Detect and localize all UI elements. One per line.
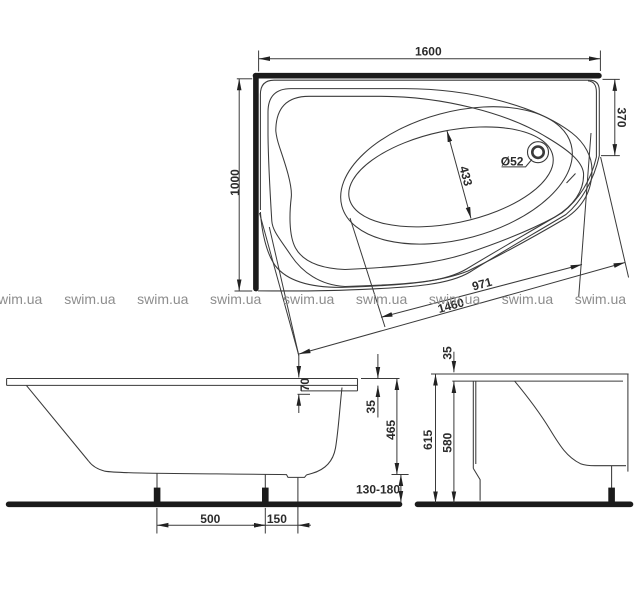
svg-text:swim.ua: swim.ua: [429, 291, 481, 307]
svg-text:swim.ua: swim.ua: [283, 291, 335, 307]
svg-text:swim.ua: swim.ua: [137, 291, 189, 307]
svg-text:1600: 1600: [415, 44, 442, 58]
svg-text:swim.ua: swim.ua: [64, 291, 116, 307]
svg-text:swim.ua: swim.ua: [502, 291, 554, 307]
svg-text:35: 35: [441, 346, 455, 360]
svg-text:433: 433: [457, 164, 476, 187]
svg-text:500: 500: [200, 512, 220, 526]
svg-text:370: 370: [614, 107, 628, 127]
svg-text:150: 150: [267, 512, 287, 526]
svg-text:35: 35: [364, 400, 378, 414]
svg-text:580: 580: [441, 432, 455, 452]
svg-text:swim.ua: swim.ua: [575, 291, 627, 307]
svg-text:130-180: 130-180: [356, 483, 400, 497]
svg-text:swim.ua: swim.ua: [0, 291, 43, 307]
svg-text:Ø52: Ø52: [501, 154, 524, 168]
svg-text:swim.ua: swim.ua: [210, 291, 262, 307]
svg-text:615: 615: [421, 429, 435, 449]
svg-text:70: 70: [298, 378, 312, 392]
svg-text:465: 465: [384, 420, 398, 440]
svg-text:swim.ua: swim.ua: [356, 291, 408, 307]
svg-text:971: 971: [470, 275, 493, 294]
svg-text:1000: 1000: [228, 169, 242, 196]
